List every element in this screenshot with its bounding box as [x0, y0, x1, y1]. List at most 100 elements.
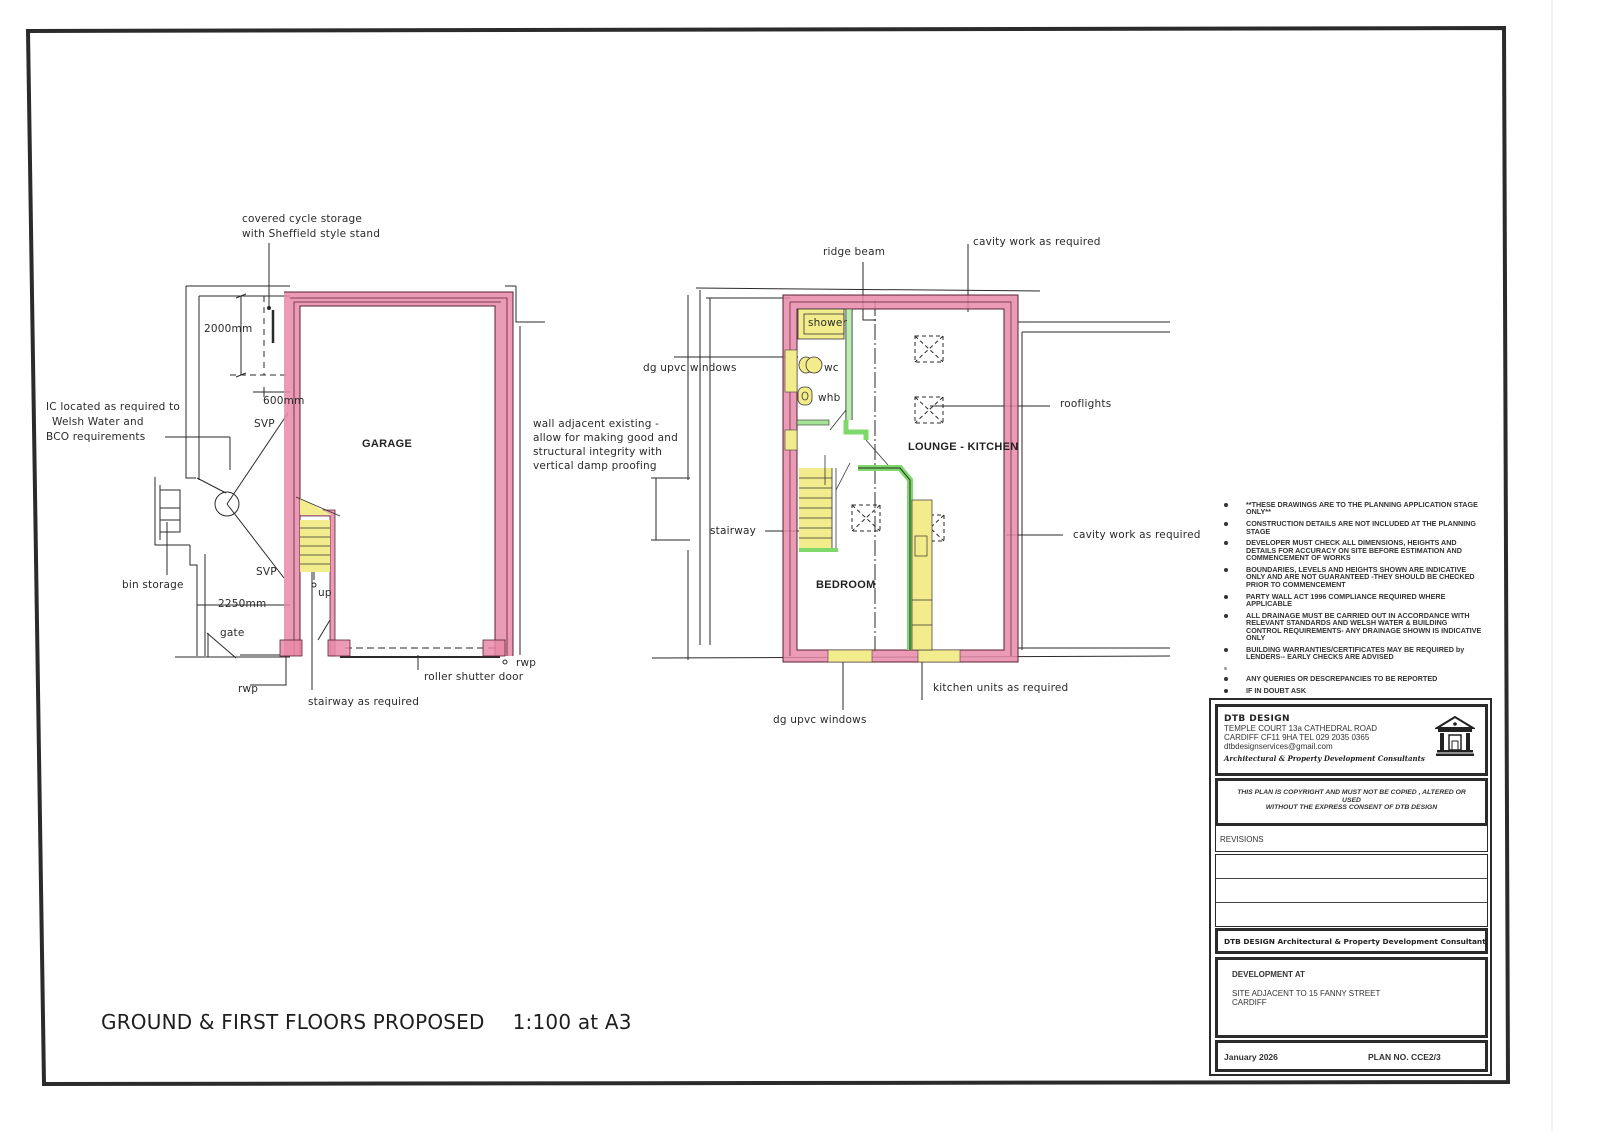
bullet-icon [1224, 568, 1228, 573]
note-item: BOUNDARIES, LEVELS AND HEIGHTS SHOWN ARE… [1220, 566, 1482, 588]
bullet-icon [1224, 522, 1228, 527]
revisions-table [1215, 854, 1488, 927]
label-shower: shower [808, 317, 848, 329]
revision-row [1216, 855, 1487, 879]
note-text: DEVELOPER MUST CHECK ALL DIMENSIONS, HEI… [1246, 538, 1462, 563]
label-svp-bottom: SVP [256, 566, 277, 578]
label-gate: gate [220, 627, 244, 639]
firm-bar-text: DTB DESIGN Architectural & Property Deve… [1224, 937, 1488, 946]
bullet-icon [1224, 677, 1228, 682]
note-text: BOUNDARIES, LEVELS AND HEIGHTS SHOWN ARE… [1246, 565, 1475, 589]
note-item: BUILDING WARRANTIES/CERTIFICATES MAY BE … [1220, 646, 1482, 661]
note-item: ANY QUERIES OR DESCREPANCIES TO BE REPOR… [1220, 674, 1482, 684]
label-wall-1: wall adjacent existing - [533, 418, 659, 430]
site-address-2: CARDIFF [1232, 998, 1267, 1007]
label-dim-2250: 2250mm [218, 598, 266, 610]
note-item: DEVELOPER MUST CHECK ALL DIMENSIONS, HEI… [1220, 539, 1482, 561]
building-logo-icon [1435, 715, 1475, 756]
revisions-header: REVISIONS [1215, 825, 1488, 852]
note-item-empty [1220, 665, 1482, 671]
ground-floor-plan [154, 243, 545, 690]
label-dg-windows-left: dg upvc windows [643, 362, 737, 374]
development-label: DEVELOPMENT AT [1232, 970, 1305, 979]
label-ic-1: IC located as required to [46, 401, 180, 413]
note-item: ALL DRAINAGE MUST BE CARRIED OUT IN ACCO… [1220, 612, 1482, 642]
ground-floor-labels: covered cycle storage with Sheffield sty… [46, 213, 678, 708]
firm-details-box: DTB DESIGN TEMPLE COURT 13a CATHEDRAL RO… [1215, 704, 1488, 776]
label-wall-2: allow for making good and [533, 432, 678, 444]
bullet-icon [1224, 541, 1228, 546]
drawing-title: GROUND & FIRST FLOORS PROPOSED 1:100 at A… [101, 1010, 632, 1034]
label-ic-2: Welsh Water and [52, 416, 144, 428]
first-floor-walls [782, 294, 1019, 663]
firm-address-1: TEMPLE COURT 13a CATHEDRAL ROAD [1224, 724, 1378, 733]
label-wall-4: vertical damp proofing [533, 460, 657, 472]
note-text: BUILDING WARRANTIES/CERTIFICATES MAY BE … [1246, 644, 1465, 662]
bullet-icon [1224, 503, 1228, 507]
label-stairway: stairway [710, 525, 756, 537]
copyright-line-1: THIS PLAN IS COPYRIGHT AND MUST NOT BE C… [1237, 789, 1466, 804]
label-cycle-storage-2: with Sheffield style stand [242, 228, 380, 240]
firm-bar: DTB DESIGN Architectural & Property Deve… [1215, 928, 1488, 954]
drawing-scale: 1:100 at A3 [512, 1010, 632, 1034]
development-box: DEVELOPMENT AT SITE ADJACENT TO 15 FANNY… [1215, 957, 1488, 1038]
first-floor-labels: ridge beam cavity work as required showe… [643, 236, 1201, 726]
copyright-box: THIS PLAN IS COPYRIGHT AND MUST NOT BE C… [1215, 778, 1488, 826]
note-item: IF IN DOUBT ASK [1220, 687, 1482, 694]
label-cycle-storage-1: covered cycle storage [242, 213, 362, 225]
garage-walls [279, 291, 514, 657]
bullet-icon [1224, 594, 1228, 599]
site-address-1: SITE ADJACENT TO 15 FANNY STREET [1232, 989, 1381, 998]
note-item: PARTY WALL ACT 1996 COMPLIANCE REQUIRED … [1220, 591, 1482, 609]
revision-row [1216, 903, 1487, 926]
label-rwp-left: rwp [238, 683, 258, 695]
label-rwp-right: rwp [516, 657, 536, 669]
label-wc: wc [824, 362, 839, 374]
label-rooflights: rooflights [1060, 398, 1111, 410]
firm-tagline: Architectural & Property Development Con… [1224, 754, 1425, 763]
label-cavity-top: cavity work as required [973, 236, 1101, 248]
revisions-label: REVISIONS [1220, 835, 1264, 844]
label-up: up [318, 587, 332, 599]
label-stairway-as-required: stairway as required [308, 696, 419, 708]
bathroom [796, 308, 889, 466]
date-plan-box: January 2026 PLAN NO. CCE2/3 [1215, 1040, 1488, 1072]
note-text: IF IN DOUBT ASK [1246, 686, 1307, 696]
room-lounge-kitchen: LOUNGE - KITCHEN [908, 441, 1019, 453]
firm-address-2: CARDIFF CF11 9HA TEL 029 2035 0365 [1224, 733, 1370, 742]
bullet-icon [1224, 613, 1228, 618]
label-dim-2000: 2000mm [204, 323, 252, 335]
label-roller-shutter-door: roller shutter door [424, 671, 524, 683]
drawing-title-text: GROUND & FIRST FLOORS PROPOSED [101, 1010, 485, 1034]
label-dg-windows-bottom: dg upvc windows [773, 714, 867, 726]
note-text: CONSTRUCTION DETAILS ARE NOT INCLUDED AT… [1246, 519, 1476, 536]
label-ridge-beam: ridge beam [823, 246, 885, 258]
label-wall-3: structural integrity with [533, 446, 662, 458]
copyright-line-2: WITHOUT THE EXPRESS CONSENT OF DTB DESIG… [1265, 804, 1438, 812]
note-item: CONSTRUCTION DETAILS ARE NOT INCLUDED AT… [1220, 520, 1482, 535]
label-svp-top: SVP [254, 418, 275, 430]
note-text: PARTY WALL ACT 1996 COMPLIANCE REQUIRED … [1246, 591, 1446, 609]
note-text: **THESE DRAWINGS ARE TO THE PLANNING APP… [1246, 500, 1478, 517]
label-ic-3: BCO requirements [46, 431, 145, 443]
room-garage: GARAGE [362, 438, 412, 450]
label-bin-storage: bin storage [122, 579, 184, 591]
note-item: **THESE DRAWINGS ARE TO THE PLANNING APP… [1220, 501, 1482, 516]
garage-stairs [295, 496, 341, 572]
sheet-frame [25, 25, 1511, 1087]
revision-row [1216, 879, 1487, 903]
bullet-icon [1224, 667, 1227, 671]
bullet-icon [1224, 689, 1228, 694]
room-bedroom: BEDROOM [816, 579, 876, 591]
plan-number: PLAN NO. CCE2/3 [1368, 1052, 1441, 1062]
label-cavity-right: cavity work as required [1073, 529, 1201, 541]
notes-list: **THESE DRAWINGS ARE TO THE PLANNING APP… [1220, 501, 1482, 699]
drawing-date: January 2026 [1224, 1052, 1278, 1062]
note-text: ANY QUERIES OR DESCREPANCIES TO BE REPOR… [1246, 674, 1438, 684]
bedroom-partition [799, 455, 933, 651]
note-text: ALL DRAINAGE MUST BE CARRIED OUT IN ACCO… [1246, 610, 1482, 643]
firm-email: dtbdesignservices@gmail.com [1224, 742, 1333, 751]
label-dim-600: 600mm [263, 395, 305, 407]
